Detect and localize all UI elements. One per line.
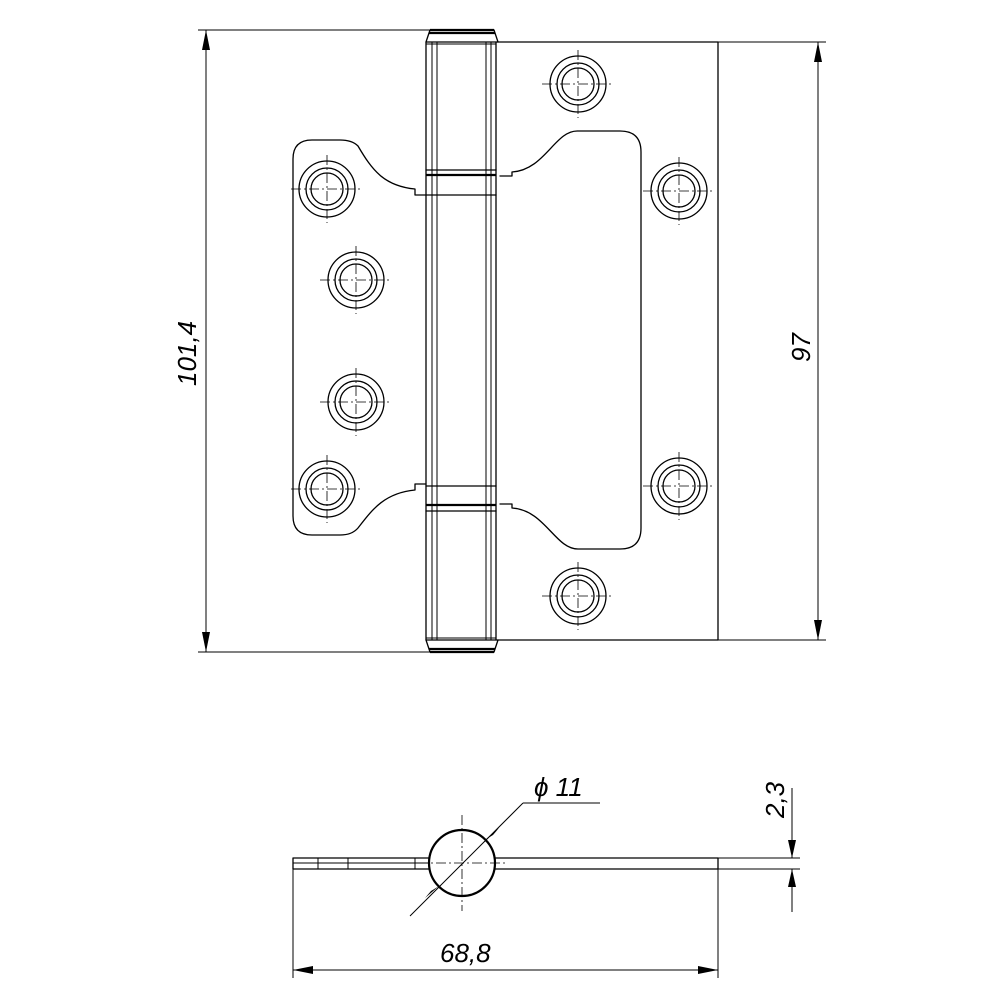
knuckle-body — [425, 41, 497, 641]
knuckle-bottom-cap-sides — [425, 639, 499, 653]
dimension-knuckle-diameter: ϕ 11 — [409, 772, 600, 917]
screw-hole — [542, 50, 614, 118]
dimension-label-height-overall: 101,4 — [172, 321, 202, 386]
dimension-label-width-overall: 68,8 — [440, 938, 491, 968]
hinge-front-view: 101,4 97 — [172, 28, 826, 654]
side-leaf-right — [494, 857, 719, 870]
dimension-label-height-leaf: 97 — [786, 332, 816, 362]
right-leaf-outline — [495, 41, 719, 641]
screw-hole — [643, 157, 715, 225]
dimension-label-thickness: 2,3 — [760, 781, 790, 819]
screw-hole — [643, 452, 715, 520]
knuckle-joint-upper — [425, 169, 497, 196]
screw-hole — [320, 368, 392, 436]
knuckle-top-cap-sides — [425, 29, 499, 43]
dimension-height-leaf: 97 — [718, 41, 826, 641]
screw-holes — [291, 50, 715, 630]
left-leaf-outline — [292, 139, 427, 536]
screw-hole — [291, 455, 363, 523]
dimension-height-overall: 101,4 — [172, 29, 430, 653]
dimension-width-overall: 68,8 — [292, 869, 719, 978]
right-leaf-cutout — [499, 130, 642, 550]
screw-hole — [542, 562, 614, 630]
hinge-side-view: ϕ 11 2,3 68,8 — [292, 772, 800, 978]
knuckle-joint-lower — [425, 485, 497, 512]
dimension-label-knuckle-diameter: ϕ 11 — [534, 772, 583, 802]
knuckle-bottom-cap — [429, 647, 495, 654]
dimension-thickness: 2,3 — [718, 781, 800, 912]
knuckle-top-cap — [429, 28, 495, 35]
screw-hole — [291, 155, 363, 223]
screw-hole — [320, 246, 392, 314]
